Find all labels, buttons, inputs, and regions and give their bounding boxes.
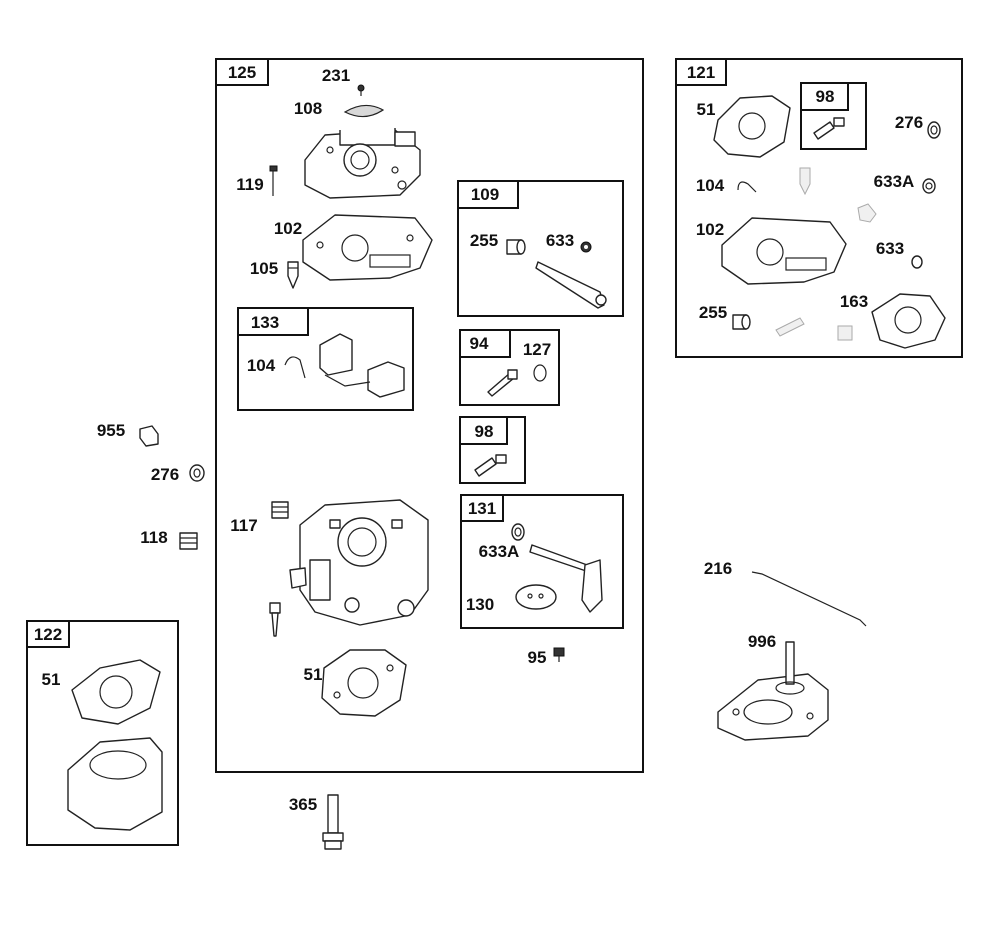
carb-body [289,499,429,626]
fitting-118 [179,532,198,550]
group-94: 94 [459,329,560,406]
gasket-51-spacer [71,659,161,725]
group-98-main: 98 [459,416,526,484]
spring-kit [837,325,853,341]
group-133: 133 [237,307,414,411]
label-51-kit: 51 [697,100,716,119]
gasket-102-main [302,214,433,281]
spacer-122 [67,737,163,831]
group-98-kit-tag: 98 [816,87,835,106]
label-633-kit: 633 [876,239,904,258]
gasket-108 [343,104,385,118]
screw-95 [553,647,565,662]
label-216: 216 [704,559,732,578]
label-231: 231 [322,66,350,85]
group-125: 125 [215,58,644,773]
plate-130 [515,584,557,610]
ring-633A-kit [922,178,936,194]
group-121-tag: 121 [687,63,715,82]
gasket-51-main [321,649,407,717]
gasket-102-kit [721,217,847,285]
label-102-main: 102 [274,219,302,238]
label-117: 117 [230,516,257,535]
group-131-tag: 131 [468,499,496,518]
base-996 [717,641,829,741]
label-105: 105 [250,259,278,278]
label-633A-kit: 633A [874,172,915,191]
label-163: 163 [840,292,868,311]
group-98-kit: 98 [800,82,867,150]
shaft-131 [529,544,603,613]
needle-kit [799,167,811,196]
label-996: 996 [748,632,776,651]
bushing-255-main [506,239,526,255]
screw-kit [775,317,805,337]
group-133-tag: 133 [251,313,279,332]
label-108: 108 [294,99,322,118]
group-121: 121 [675,58,963,358]
oring-127 [533,364,547,382]
spring-98-main [474,454,507,477]
needle-105 [287,261,299,289]
group-122: 122 [26,620,179,846]
clip-104-kit [737,181,757,193]
spring-98-kit [813,117,845,140]
label-255-main: 255 [470,231,498,250]
label-118: 118 [140,528,167,547]
ring-633A-main [511,523,525,541]
gasket-163 [871,293,946,349]
group-98-main-tag: 98 [475,422,494,441]
label-102-kit: 102 [696,220,724,239]
group-109: 109 [457,180,624,317]
pin-screw [269,602,281,637]
gasket-51-kit [713,95,791,158]
bolt-365 [322,794,344,850]
label-633A-main: 633A [479,542,520,561]
fitting-955 [139,425,159,447]
ring-633-main [580,241,592,253]
bracket-kit [857,203,877,223]
label-104-main: 104 [247,356,276,375]
group-109-tag: 109 [471,185,499,204]
label-276-kit: 276 [895,113,923,132]
label-955: 955 [97,421,125,440]
carb-cover [304,128,421,199]
label-633-main: 633 [546,231,574,250]
ring-633-kit [911,255,923,269]
float-133 [284,333,405,398]
label-51-spacer: 51 [42,670,61,689]
label-255-kit: 255 [699,303,727,322]
fitting-117 [271,501,289,519]
label-130: 130 [466,595,494,614]
group-131: 131 [460,494,624,629]
group-94-tag: 94 [470,334,489,353]
group-125-tag: 125 [228,63,256,82]
shaft-109 [535,261,607,309]
group-122-tag: 122 [34,625,62,644]
screw-94 [487,369,518,397]
label-365: 365 [289,795,317,814]
washer-276-main [189,464,205,482]
washer-276-kit [927,121,941,139]
link-216 [751,571,867,627]
label-276-main: 276 [151,465,179,484]
screw-119 [269,165,278,196]
label-127: 127 [523,340,551,359]
bushing-255-kit [732,314,751,330]
label-119: 119 [236,175,263,194]
label-104-kit: 104 [696,176,725,195]
screw-231 [357,84,365,96]
label-51-main: 51 [304,665,323,684]
label-95: 95 [528,648,547,667]
